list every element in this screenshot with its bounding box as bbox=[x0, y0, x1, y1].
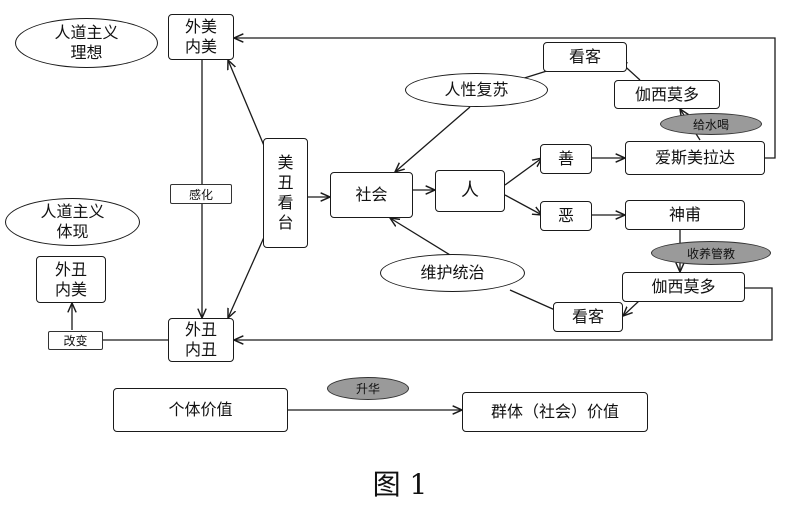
edge-kanke-to-weihu bbox=[509, 289, 556, 311]
edge-kantai-to-waimei bbox=[228, 60, 266, 149]
node-waimei-neimei: 外美 内美 bbox=[168, 14, 234, 60]
edge-ren-to-shan bbox=[504, 158, 542, 186]
node-shehui: 社会 bbox=[330, 172, 413, 218]
label-gaibian: 改变 bbox=[48, 331, 103, 350]
node-jiaximo-bottom: 伽西莫多 bbox=[622, 272, 745, 302]
figure-caption: 图 1 bbox=[372, 468, 428, 501]
label-geishuihe: 给水喝 bbox=[660, 113, 762, 135]
node-rendao-lixiang: 人道主义 理想 bbox=[15, 18, 158, 68]
node-kanke-top: 看客 bbox=[543, 42, 627, 72]
label-shenghua: 升华 bbox=[327, 377, 409, 400]
node-aisimeilada: 爱斯美拉达 bbox=[625, 141, 765, 175]
edge-ren-to-e bbox=[504, 194, 542, 215]
node-e: 恶 bbox=[540, 201, 592, 231]
node-shan: 善 bbox=[540, 144, 592, 174]
node-ren: 人 bbox=[435, 170, 505, 212]
label-shouyang-guanjiao: 收养管教 bbox=[651, 241, 771, 265]
node-qunti-jiazhi: 群体（社会）价值 bbox=[462, 392, 648, 432]
edge-jiaximo-to-kanke-bottom bbox=[623, 299, 641, 316]
node-rendao-tixian: 人道主义 体现 bbox=[5, 198, 140, 246]
node-renxing-fusu: 人性复苏 bbox=[405, 73, 548, 107]
node-geti-jiazhi: 个体价值 bbox=[113, 388, 288, 432]
edge-jiaximo-to-waichou bbox=[234, 287, 773, 340]
node-waichou-neichou: 外丑 内丑 bbox=[168, 318, 234, 362]
node-kanke-bottom: 看客 bbox=[553, 302, 623, 332]
edge-weihu-to-shehui bbox=[390, 218, 456, 259]
edge-kantai-to-waichou bbox=[228, 234, 266, 318]
label-ganhua: 感化 bbox=[170, 184, 232, 204]
node-meichou-kantai: 美 丑 看 台 bbox=[263, 138, 308, 248]
node-shenfu: 神甫 bbox=[625, 200, 745, 230]
edge-renxing-to-shehui bbox=[395, 106, 471, 172]
node-weihu-tongzhi: 维护统治 bbox=[380, 254, 525, 292]
node-jiaximo-top: 伽西莫多 bbox=[614, 80, 720, 109]
node-waichou-neimei: 外丑 内美 bbox=[36, 256, 106, 303]
edge-aisi-to-waimei bbox=[234, 38, 776, 159]
